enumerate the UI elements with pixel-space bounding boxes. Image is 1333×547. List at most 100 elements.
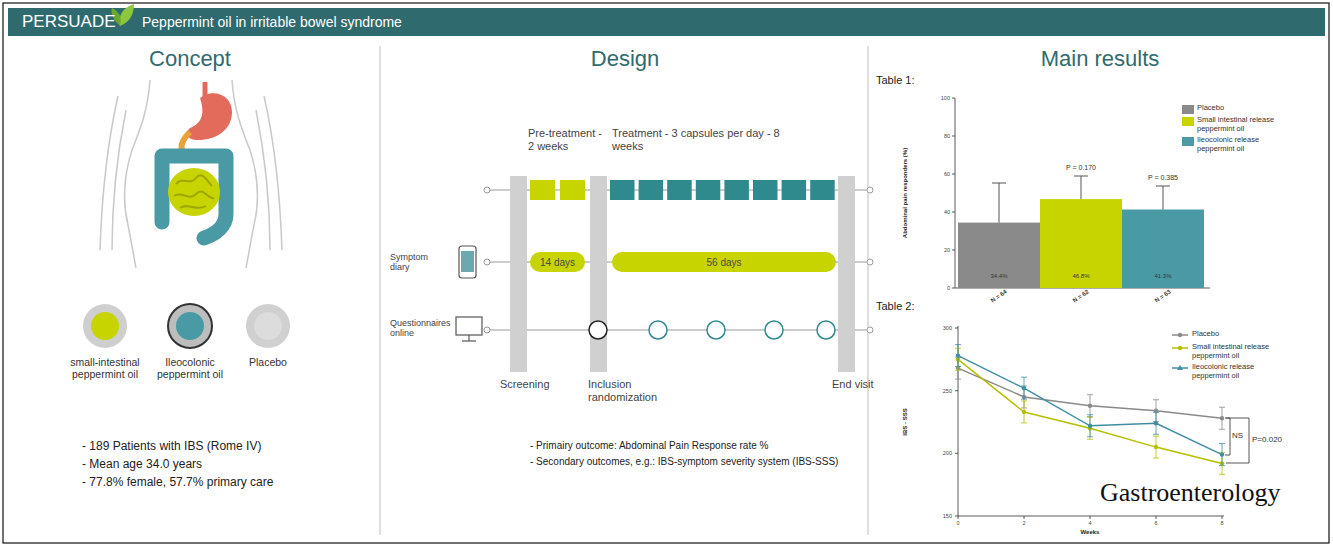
sample-size: N = 64 <box>990 289 1009 305</box>
treatment-square <box>782 180 807 200</box>
data-point <box>1022 386 1026 390</box>
tick-label: 20 <box>944 247 950 253</box>
error-bar <box>1153 412 1159 434</box>
axis-title: IBS - SSS <box>902 408 909 435</box>
bullet-note: - 189 Patients with IBS (Rome IV) <box>82 440 261 454</box>
error-bar <box>1153 436 1159 458</box>
capsule-circle: small-intestinal peppermint oil <box>64 302 146 380</box>
capsule-symbol <box>81 302 129 350</box>
legend-label: Small intestinal release peppermint oil <box>1197 116 1289 133</box>
duration-pill: 56 days <box>612 252 836 272</box>
visit-label: End visit <box>832 378 874 391</box>
legend-swatch <box>1182 117 1194 126</box>
table-label: Table 1: <box>876 74 915 87</box>
body-illustration <box>100 80 282 268</box>
tick-label: 60 <box>944 171 950 177</box>
p-value: P = 0.170 <box>1066 164 1096 172</box>
table-label: Table 2: <box>876 300 915 313</box>
legend-swatch <box>1182 137 1194 146</box>
treatment-square <box>610 180 635 200</box>
tick-label: 200 <box>943 450 952 456</box>
frame <box>3 3 1329 543</box>
capsule-symbol <box>166 302 214 350</box>
tick-label: 4 <box>1088 520 1091 526</box>
tick-label: 6 <box>1154 520 1157 526</box>
capsule-symbol <box>244 302 292 350</box>
phone-icon <box>459 246 476 278</box>
significance-label: NS <box>1232 431 1243 440</box>
treatment-square <box>810 180 835 200</box>
tick-label: 300 <box>943 325 952 331</box>
section-heading: Main results <box>1041 46 1160 71</box>
treatment-square <box>667 180 692 200</box>
duration-label: 14 days <box>540 257 575 268</box>
brand-name: PERSUADE <box>22 12 116 32</box>
section-heading: Design <box>591 46 659 71</box>
data-point <box>1022 410 1026 414</box>
data-point <box>1088 404 1092 408</box>
bar-value: 34.4% <box>990 273 1007 280</box>
tick-label: 8 <box>1220 520 1223 526</box>
error-bar <box>1021 377 1027 399</box>
sample-size: N = 62 <box>1072 289 1091 305</box>
capsule-label: small-intestinal peppermint oil <box>64 356 146 380</box>
tick-label: 2 <box>1022 520 1025 526</box>
row-label: Symptom diary <box>390 252 445 273</box>
tick-label: 100 <box>941 95 950 101</box>
data-line <box>958 356 1222 455</box>
visit-label: Screening <box>500 378 550 391</box>
duration-label: 56 days <box>706 257 741 268</box>
data-point <box>1088 424 1092 428</box>
phase-label: Pre-treatment - 2 weeks <box>528 127 608 152</box>
tick-label: 40 <box>944 209 950 215</box>
data-point <box>1220 416 1224 420</box>
tick-label: 0 <box>947 285 950 291</box>
bar-value: 41.3% <box>1154 273 1171 280</box>
bar-chart <box>952 98 1210 288</box>
capsule-circle: Ileocolonic peppermint oil <box>149 302 231 380</box>
bullet-note: - Mean age 34.0 years <box>82 458 202 472</box>
tick-label: 150 <box>943 513 952 519</box>
data-point <box>1154 445 1158 449</box>
data-point <box>1220 452 1224 456</box>
treatment-square <box>696 180 721 200</box>
legend-label: Placebo <box>1197 104 1289 113</box>
duration-pill: 14 days <box>530 252 585 272</box>
tick-label: 250 <box>943 388 952 394</box>
timeline <box>484 176 873 372</box>
error-bar <box>955 345 961 367</box>
divider <box>868 46 869 535</box>
axis-title: Abdominal pain responders (%) <box>902 148 909 238</box>
section-heading: Concept <box>149 46 231 71</box>
sample-size: N = 63 <box>1154 289 1173 305</box>
treatment-square <box>753 180 778 200</box>
error-bar <box>1021 401 1027 423</box>
legend-line-sample <box>1172 333 1188 370</box>
header-bar <box>8 8 1325 36</box>
axis-title: Weeks <box>1081 529 1100 536</box>
outcome-note: - Primairy outcome: Abdominal Pain Respo… <box>530 440 768 452</box>
treatment-square <box>724 180 749 200</box>
row-label: Questionnaires online <box>390 318 452 339</box>
phase-label: Treatment - 3 capsules per day - 8 weeks <box>612 127 797 152</box>
journal-name: Gastroenterology <box>1100 478 1281 508</box>
monitor-icon <box>456 317 482 341</box>
legend-label: Ileocolonic release peppermint oil <box>1197 136 1289 153</box>
error-bar <box>1219 407 1225 429</box>
p-value: P = 0.385 <box>1148 174 1178 182</box>
data-point <box>956 353 960 357</box>
divider <box>380 46 381 535</box>
visit-label: Inclusion randomization <box>588 378 668 403</box>
error-bar <box>1219 444 1225 466</box>
capsule-circle: Placebo <box>227 302 309 368</box>
error-bar <box>1087 395 1093 417</box>
error-bar <box>1087 415 1093 437</box>
capsule-label: Placebo <box>227 356 309 368</box>
outcome-note: - Secondary outcomes, e.g.: IBS-symptom … <box>530 456 838 468</box>
capsule-label: Ileocolonic peppermint oil <box>149 356 231 380</box>
tick-label: 0 <box>956 520 959 526</box>
legend-label: Ileocolonic release peppermint oil <box>1192 363 1284 380</box>
tick-label: 80 <box>944 133 950 139</box>
bullet-note: - 77.8% female, 57.7% primary care <box>82 476 273 490</box>
treatment-square <box>639 180 664 200</box>
